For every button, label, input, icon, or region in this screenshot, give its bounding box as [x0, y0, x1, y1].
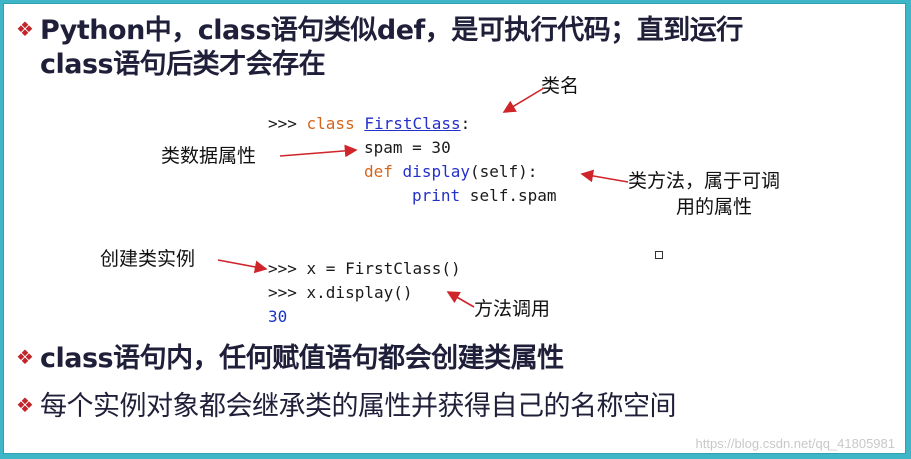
bullet-1: ❖ Python中，class语句类似def，是可执行代码；直到运行 class… — [16, 14, 743, 82]
bullet-1-line-2: class语句后类才会存在 — [40, 49, 326, 80]
arrow-class-name — [502, 87, 545, 113]
annotation-class-method-1: 类方法，属于可调 — [628, 170, 781, 192]
diamond-bullet-icon: ❖ — [16, 345, 34, 369]
annotation-class-data-attr: 类数据属性 — [161, 145, 257, 167]
cursor-marker — [655, 251, 663, 259]
class-name-token: FirstClass — [364, 114, 461, 133]
annotation-create-instance: 创建类实例 — [100, 248, 196, 270]
code-line-6: >>> x.display() — [268, 283, 413, 302]
code-line-4: print self.spam — [412, 186, 557, 205]
slide: ❖ Python中，class语句类似def，是可执行代码；直到运行 class… — [3, 3, 906, 454]
code-output: 30 — [268, 307, 288, 326]
bullet-3-text: 每个实例对象都会继承类的属性并获得自己的名称空间 — [40, 391, 677, 422]
arrow-create-instance — [217, 259, 268, 274]
bullet-1-line-1: Python中，class语句类似def，是可执行代码；直到运行 — [40, 15, 743, 46]
annotation-class-method-2: 用的属性 — [676, 196, 753, 218]
code-line-2: spam = 30 — [364, 138, 451, 157]
code-line-3: def display(self): — [364, 162, 538, 181]
arrow-class-data-attr — [279, 144, 358, 158]
arrow-method-call — [446, 291, 475, 308]
code-line-1: >>> class FirstClass: — [268, 114, 471, 133]
annotation-class-name: 类名 — [541, 75, 580, 97]
bullet-2-text: class语句内，任何赋值语句都会创建类属性 — [40, 343, 564, 374]
annotation-method-call: 方法调用 — [474, 298, 551, 320]
diamond-bullet-icon: ❖ — [16, 17, 34, 41]
bullet-2: ❖ class语句内，任何赋值语句都会创建类属性 — [16, 342, 564, 376]
arrow-class-method — [580, 169, 629, 183]
watermark: https://blog.csdn.net/qq_41805981 — [695, 436, 896, 451]
bullet-3: ❖ 每个实例对象都会继承类的属性并获得自己的名称空间 — [16, 390, 677, 424]
code-line-5: >>> x = FirstClass() — [268, 259, 461, 278]
diamond-bullet-icon: ❖ — [16, 393, 34, 417]
